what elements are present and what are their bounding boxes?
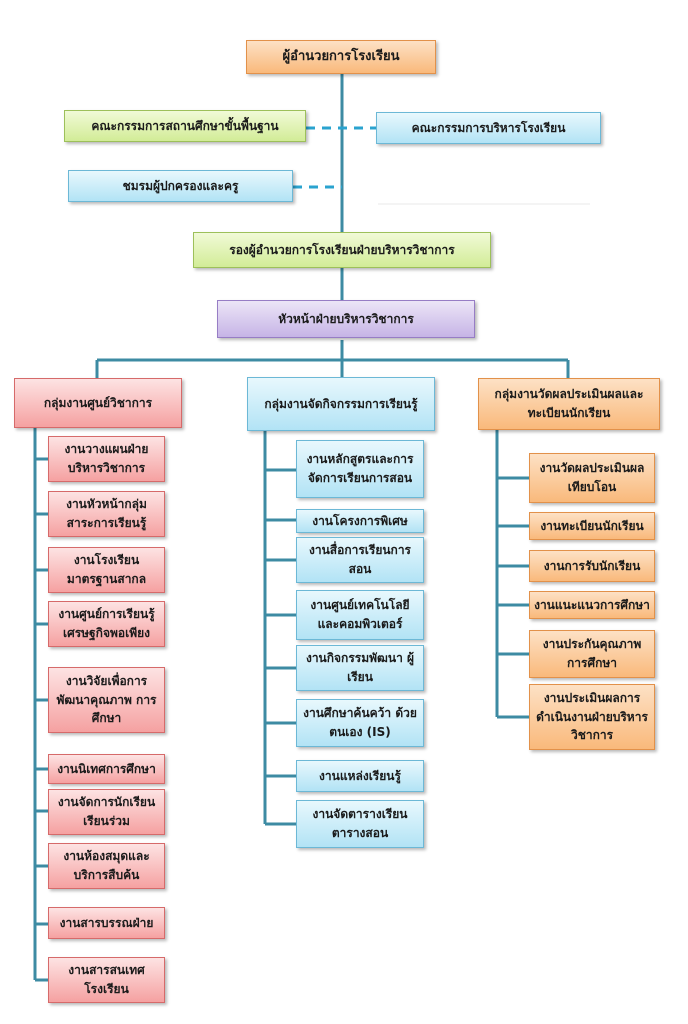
learning-activities-item-label: งานจัดตารางเรียน ตารางสอน <box>312 807 408 840</box>
admin-committee-label: คณะกรรมการบริหารโรงเรียน <box>411 120 566 135</box>
academic-center-item-label: งานห้องสมุดและ บริการสืบค้น <box>63 849 150 882</box>
academic-center-item: งานสารบรรณฝ่าย <box>48 907 165 939</box>
parents-club-box: ชมรมผู้ปกครองและครู <box>68 170 293 202</box>
evaluation-item-label: งานวัดผลประเมินผล เทียบโอน <box>539 461 645 494</box>
evaluation-item: งานการรับนักเรียน <box>529 550 655 582</box>
academic-center-group-box: กลุ่มงานศูนย์วิชาการ <box>14 378 182 428</box>
learning-activities-item-label: งานสื่อการเรียนการ สอน <box>308 543 411 576</box>
learning-activities-item-label: งานแหล่งเรียนรู้ <box>319 768 401 783</box>
evaluation-group-box: กลุ่มงานวัดผลประเมินผลและ ทะเบียนนักเรีย… <box>478 378 660 430</box>
academic-center-group-title: กลุ่มงานศูนย์วิชาการ <box>43 395 153 410</box>
academic-center-item: งานห้องสมุดและ บริการสืบค้น <box>48 843 165 889</box>
learning-activities-item-label: งานหลักสูตรและการ จัดการเรียนการสอน <box>306 452 414 485</box>
learning-activities-item-label: งานศูนย์เทคโนโลยี และคอมพิวเตอร์ <box>310 598 410 631</box>
parents-club-label: ชมรมผู้ปกครองและครู <box>122 178 239 193</box>
academic-center-item: งานศูนย์การเรียนรู้ เศรษฐกิจพอเพียง <box>48 601 165 647</box>
academic-center-item: งานวางแผนฝ่าย บริหารวิชาการ <box>48 436 165 482</box>
director-box: ผู้อำนวยการโรงเรียน <box>246 40 436 74</box>
learning-activities-item-label: งานกิจกรรมพัฒนา ผู้เรียน <box>305 651 415 684</box>
academic-center-item-label: งานศูนย์การเรียนรู้ เศรษฐกิจพอเพียง <box>58 607 155 640</box>
learning-activities-item: งานกิจกรรมพัฒนา ผู้เรียน <box>296 645 424 691</box>
academic-center-item: งานโรงเรียน มาตรฐานสากล <box>48 547 165 593</box>
evaluation-group-title: กลุ่มงานวัดผลประเมินผลและ ทะเบียนนักเรีย… <box>494 387 644 420</box>
academic-center-item: งานสารสนเทศ โรงเรียน <box>48 957 165 1003</box>
learning-activities-item: งานแหล่งเรียนรู้ <box>296 760 424 792</box>
admin-committee-box: คณะกรรมการบริหารโรงเรียน <box>376 112 601 144</box>
academic-center-item: งานนิเทศการศึกษา <box>48 754 165 784</box>
evaluation-item: งานวัดผลประเมินผล เทียบโอน <box>529 453 655 503</box>
academic-center-item: งานจัดการนักเรียน เรียนร่วม <box>48 789 165 835</box>
academic-center-item: งานวิจัยเพื่อการ พัฒนาคุณภาพ การศึกษา <box>48 667 165 733</box>
learning-activities-item: งานจัดตารางเรียน ตารางสอน <box>296 800 424 848</box>
evaluation-item: งานแนะแนวการศึกษา <box>529 591 655 619</box>
evaluation-item: งานทะเบียนนักเรียน <box>529 512 655 540</box>
learning-activities-item-label: งานโครงการพิเศษ <box>312 513 408 528</box>
academic-center-item-label: งานสารสนเทศ โรงเรียน <box>68 963 145 996</box>
deputy-director-box: รองผู้อำนวยการโรงเรียนฝ่ายบริหารวิชาการ <box>193 232 491 268</box>
learning-activities-group-box: กลุ่มงานจัดกิจกรรมการเรียนรู้ <box>247 377 435 431</box>
academic-center-item-label: งานวิจัยเพื่อการ พัฒนาคุณภาพ การศึกษา <box>56 674 157 726</box>
director-label: ผู้อำนวยการโรงเรียน <box>282 48 400 64</box>
academic-head-box: หัวหน้าฝ่ายบริหารวิชาการ <box>217 300 475 338</box>
academic-center-item-label: งานนิเทศการศึกษา <box>57 761 156 776</box>
academic-head-label: หัวหน้าฝ่ายบริหารวิชาการ <box>278 311 414 326</box>
basic-committee-box: คณะกรรมการสถานศึกษาขั้นพื้นฐาน <box>64 110 306 142</box>
learning-activities-item: งานศูนย์เทคโนโลยี และคอมพิวเตอร์ <box>296 590 424 640</box>
evaluation-item: งานประเมินผลการ ดำเนินงานฝ่ายบริหาร วิชา… <box>529 684 655 750</box>
learning-activities-item: งานสื่อการเรียนการ สอน <box>296 537 424 583</box>
evaluation-item: งานประกันคุณภาพ การศึกษา <box>529 630 655 678</box>
academic-center-item-label: งานวางแผนฝ่าย บริหารวิชาการ <box>64 442 149 475</box>
evaluation-item-label: งานแนะแนวการศึกษา <box>534 597 650 612</box>
learning-activities-group-title: กลุ่มงานจัดกิจกรรมการเรียนรู้ <box>264 396 418 411</box>
learning-activities-item: งานศึกษาค้นคว้า ด้วยตนเอง (IS) <box>296 699 424 747</box>
evaluation-item-label: งานทะเบียนนักเรียน <box>540 518 644 533</box>
academic-center-item-label: งานสารบรรณฝ่าย <box>59 915 154 930</box>
deputy-director-label: รองผู้อำนวยการโรงเรียนฝ่ายบริหารวิชาการ <box>229 242 455 257</box>
learning-activities-item-label: งานศึกษาค้นคว้า ด้วยตนเอง (IS) <box>303 706 417 739</box>
evaluation-item-label: งานประเมินผลการ ดำเนินงานฝ่ายบริหาร วิชา… <box>536 691 648 743</box>
academic-center-item-label: งานโรงเรียน มาตรฐานสากล <box>66 553 147 586</box>
academic-center-item: งานหัวหน้ากลุ่ม สาระการเรียนรู้ <box>48 491 165 537</box>
learning-activities-item: งานโครงการพิเศษ <box>296 509 424 533</box>
basic-committee-label: คณะกรรมการสถานศึกษาขั้นพื้นฐาน <box>91 118 279 133</box>
learning-activities-item: งานหลักสูตรและการ จัดการเรียนการสอน <box>296 440 424 498</box>
academic-center-item-label: งานจัดการนักเรียน เรียนร่วม <box>57 795 156 828</box>
academic-center-item-label: งานหัวหน้ากลุ่ม สาระการเรียนรู้ <box>66 497 147 530</box>
evaluation-item-label: งานประกันคุณภาพ การศึกษา <box>542 637 642 670</box>
evaluation-item-label: งานการรับนักเรียน <box>543 558 641 573</box>
